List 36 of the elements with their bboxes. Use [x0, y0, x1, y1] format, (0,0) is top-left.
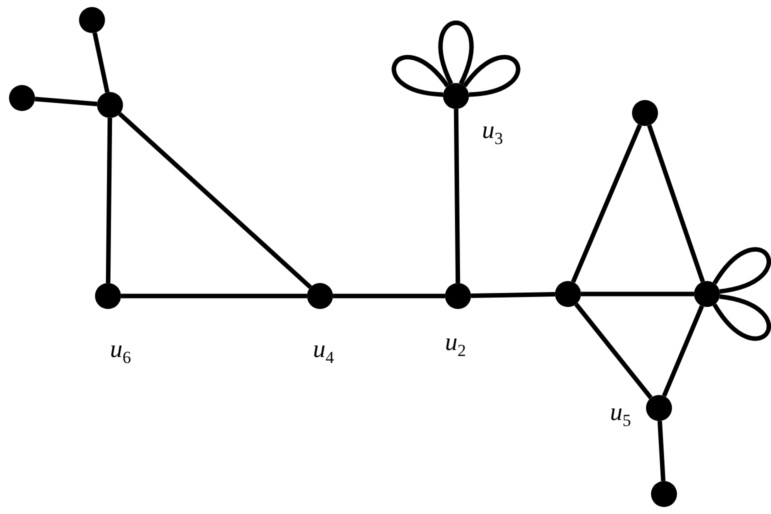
vertex-dot — [95, 283, 121, 309]
vertex-dot — [9, 85, 35, 111]
vertex-label: u$_{3}$ — [482, 118, 503, 147]
vertex-dot — [632, 100, 658, 126]
vertex-dot — [555, 281, 581, 307]
graph-edge — [92, 32, 110, 93]
loop-edge — [462, 55, 520, 97]
vertex-label: u$_{5}$ — [610, 400, 631, 429]
loop-edge — [712, 247, 771, 294]
loop-edge — [392, 55, 450, 97]
vertex-dot — [97, 92, 123, 118]
graph-edge — [333, 294, 445, 298]
vertex-dot — [443, 83, 469, 109]
graph-edge — [34, 96, 98, 106]
graph-edge — [658, 420, 666, 482]
vertex-label: u$_{6}$ — [110, 337, 131, 366]
graph-edge — [470, 292, 556, 298]
vertex-dot — [694, 281, 720, 307]
graph-edge — [106, 118, 112, 284]
vertex-dot — [307, 283, 333, 309]
vertex-dot — [445, 283, 471, 309]
graph-edge — [121, 294, 307, 298]
vertex-dot — [79, 7, 105, 33]
vertex-dot — [651, 481, 677, 507]
graph-edge — [574, 302, 653, 400]
vertex-label: u$_{2}$ — [445, 330, 466, 359]
graph-edge — [454, 108, 460, 284]
graph-edge — [581, 292, 694, 296]
vertex-label: u$_{4}$ — [313, 337, 334, 366]
graph-edge — [571, 124, 642, 283]
loop-edge — [712, 294, 771, 341]
graph-edge — [662, 305, 704, 397]
loop-edge — [438, 20, 474, 85]
vertex-dot — [646, 395, 672, 421]
graph-edge — [118, 112, 312, 289]
graph-edge — [647, 124, 705, 282]
